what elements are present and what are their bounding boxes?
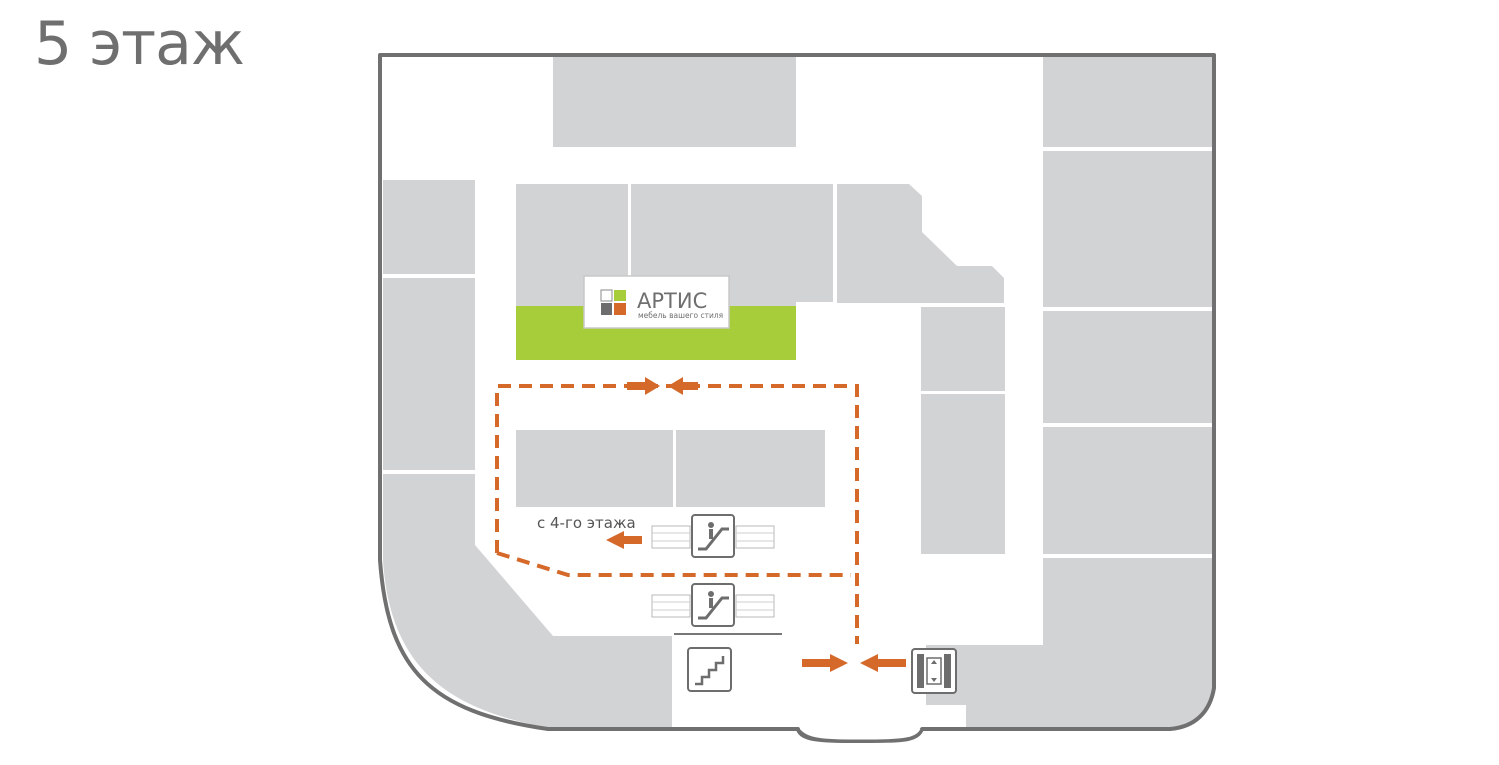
shop-right-4[interactable] xyxy=(1043,427,1213,554)
shop-left-2[interactable] xyxy=(383,278,475,470)
shop-right-2[interactable] xyxy=(1043,151,1213,307)
entrance-arc xyxy=(796,728,924,743)
escalator-tracks xyxy=(651,525,775,618)
shop-mid-3[interactable] xyxy=(837,184,1004,303)
artis-store-tagline: мебель вашего стиля xyxy=(638,311,723,320)
shop-blocks xyxy=(383,57,1213,728)
shop-right-1[interactable] xyxy=(1043,57,1213,147)
shop-right-inner-1[interactable] xyxy=(921,307,1005,391)
shop-center-1[interactable] xyxy=(516,430,673,507)
arrow-left-escalator xyxy=(606,531,642,549)
shop-left-3[interactable] xyxy=(383,474,672,728)
shop-center-2[interactable] xyxy=(676,430,825,507)
elevator-icon[interactable] xyxy=(911,648,957,694)
artis-logo-badge[interactable]: АРТИС мебель вашего стиля xyxy=(583,275,730,329)
arrow-right-bottom xyxy=(802,654,848,672)
artis-store-name: АРТИС xyxy=(637,289,707,313)
floor-title: 5 этаж xyxy=(34,9,245,79)
stairs-icon[interactable] xyxy=(687,647,732,692)
arrow-right xyxy=(627,377,660,395)
arrow-left-bottom xyxy=(860,654,906,672)
shop-top-center[interactable] xyxy=(553,57,796,147)
escalator-icon[interactable] xyxy=(691,583,735,627)
escalator-track-lines xyxy=(652,532,774,611)
shop-left-1[interactable] xyxy=(383,180,475,274)
shop-right-3[interactable] xyxy=(1043,311,1213,423)
route-label: с 4-го этажа xyxy=(537,514,636,532)
artis-logo-icon xyxy=(600,289,626,315)
shop-bottom-right[interactable] xyxy=(926,558,1213,728)
escalator-icon[interactable] xyxy=(691,514,735,558)
route-arrows xyxy=(606,377,906,672)
arrow-left xyxy=(668,377,698,395)
shop-right-inner-2[interactable] xyxy=(921,394,1005,554)
